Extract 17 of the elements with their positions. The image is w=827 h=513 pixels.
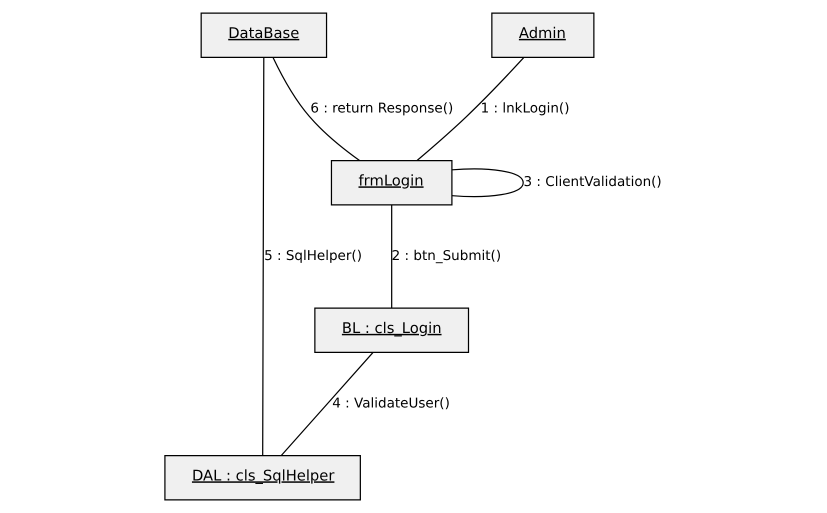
connector [280,352,374,456]
connector [262,58,264,456]
node-box: DataBase [200,12,328,58]
edge-label: 5 : SqlHelper() [264,248,362,264]
connector [272,57,360,162]
node-box: Admin [491,12,594,58]
node-box: BL : cls_Login [314,308,470,353]
edge-label: 1 : lnkLogin() [480,100,570,116]
node-box: frmLogin [330,160,453,206]
edge-label: 2 : btn_Submit() [392,248,502,264]
edge-label: 4 : ValidateUser() [332,395,450,412]
edge-label: 3 : ClientValidation() [524,174,662,190]
node-box: DAL : cls_SqlHelper [164,455,361,500]
connector [391,205,392,308]
edge-label: 6 : return Response() [310,100,454,116]
connector [416,57,524,161]
connector [452,168,524,198]
